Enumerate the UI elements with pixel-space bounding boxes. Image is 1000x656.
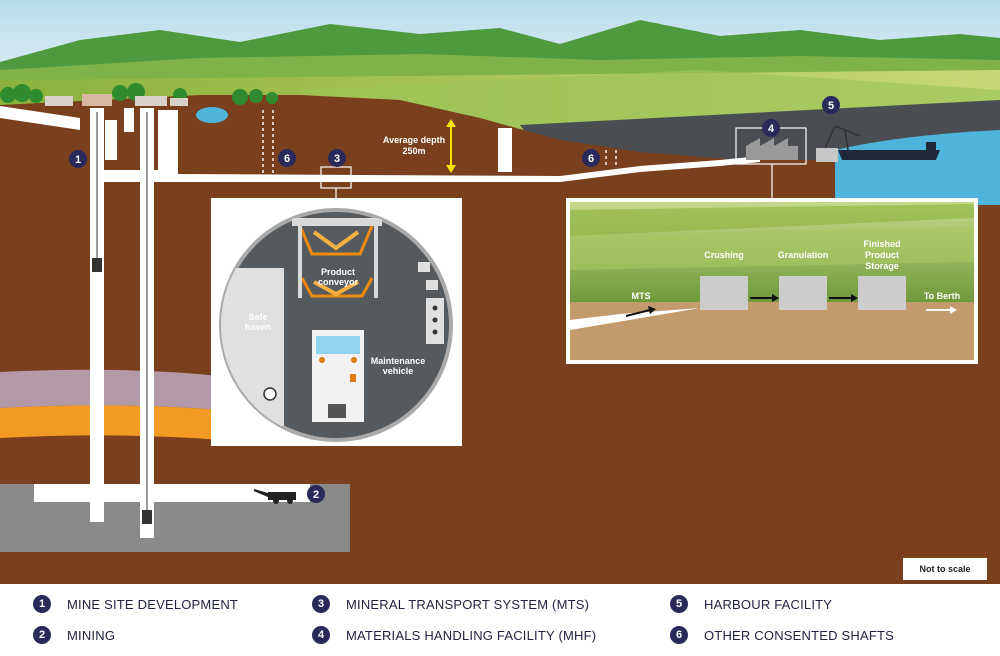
badge-4: 4 xyxy=(762,119,780,137)
badge-5: 5 xyxy=(822,96,840,114)
legend: 1 MINE SITE DEVELOPMENT 2 MINING 3 MINER… xyxy=(0,584,1000,656)
finished-label-2: Product xyxy=(865,250,899,260)
legend-label-4: MATERIALS HANDLING FACILITY (MHF) xyxy=(346,627,597,643)
svg-text:5: 5 xyxy=(828,100,834,112)
purple-stratum xyxy=(0,369,220,410)
mine-buildings xyxy=(45,94,188,106)
legend-item-5: 5 HARBOUR FACILITY xyxy=(670,594,832,614)
maintenance-vehicle xyxy=(312,330,364,422)
granulation-box xyxy=(779,276,827,310)
legend-badge-3: 3 xyxy=(312,595,330,613)
legend-label-6: OTHER CONSENTED SHAFTS xyxy=(704,627,895,643)
shaft-cages xyxy=(92,112,152,524)
product-conveyor-label-1: Product xyxy=(321,267,355,277)
safe-haven-label-1: Safe xyxy=(248,312,267,322)
svg-text:1: 1 xyxy=(75,154,81,166)
granulation-label: Granulation xyxy=(778,250,829,260)
legend-label-3: MINERAL TRANSPORT SYSTEM (MTS) xyxy=(346,596,590,612)
svg-text:6: 6 xyxy=(284,153,290,165)
not-to-scale-note: Not to scale xyxy=(903,558,987,580)
pond xyxy=(196,107,228,123)
finished-label-1: Finished xyxy=(863,239,900,249)
legend-item-4: 4 MATERIALS HANDLING FACILITY (MHF) xyxy=(312,625,596,645)
badge-1: 1 xyxy=(69,150,87,168)
legend-item-1: 1 MINE SITE DEVELOPMENT xyxy=(33,594,238,614)
svg-text:3: 3 xyxy=(334,153,340,165)
legend-item-3: 3 MINERAL TRANSPORT SYSTEM (MTS) xyxy=(312,594,589,614)
average-depth-label: Average depth xyxy=(383,135,445,145)
badge-3: 3 xyxy=(328,149,346,167)
legend-badge-5: 5 xyxy=(670,595,688,613)
legend-badge-2: 2 xyxy=(33,626,51,644)
depth-value: 250m xyxy=(402,146,425,156)
crushing-box xyxy=(700,276,748,310)
harbour-water xyxy=(835,130,1000,205)
legend-label-1: MINE SITE DEVELOPMENT xyxy=(67,596,239,612)
mts-label: MTS xyxy=(632,291,651,301)
product-conveyor-label-2: conveyor xyxy=(318,277,359,287)
finished-storage-box xyxy=(858,276,906,310)
svg-text:6: 6 xyxy=(588,153,594,165)
badge-6-left: 6 xyxy=(278,149,296,167)
maintenance-vehicle-label-2: vehicle xyxy=(383,366,414,376)
legend-badge-6: 6 xyxy=(670,626,688,644)
legend-badge-4: 4 xyxy=(312,626,330,644)
svg-text:4: 4 xyxy=(768,123,775,135)
mhf-building xyxy=(746,138,798,160)
product-conveyor xyxy=(292,218,382,298)
svg-text:2: 2 xyxy=(313,489,319,501)
legend-label-2: MINING xyxy=(67,627,116,643)
badge-2: 2 xyxy=(307,485,325,503)
badge-6-right: 6 xyxy=(582,149,600,167)
process-arrows xyxy=(625,294,957,317)
orange-stratum xyxy=(0,405,220,440)
crane xyxy=(824,125,861,151)
other-shafts xyxy=(262,110,617,174)
legend-badge-1: 1 xyxy=(33,595,51,613)
mhf-ground xyxy=(570,302,974,360)
legend-label-5: HARBOUR FACILITY xyxy=(704,596,833,612)
mining-machine xyxy=(253,489,296,504)
maintenance-vehicle-label-1: Maintenance xyxy=(371,356,426,366)
safe-haven-label-2: haven xyxy=(245,322,271,332)
finished-label-3: Storage xyxy=(865,261,899,271)
legend-item-6: 6 OTHER CONSENTED SHAFTS xyxy=(670,625,894,645)
ship xyxy=(838,150,940,160)
tree-line xyxy=(0,83,278,105)
crushing-label: Crushing xyxy=(704,250,744,260)
cross-section-scene: Average depth 250m 1 2 3 4 5 6 6 xyxy=(0,0,1000,584)
legend-item-2: 2 MINING xyxy=(33,625,115,645)
harbour-building xyxy=(816,148,838,162)
to-berth-label: To Berth xyxy=(924,291,960,301)
